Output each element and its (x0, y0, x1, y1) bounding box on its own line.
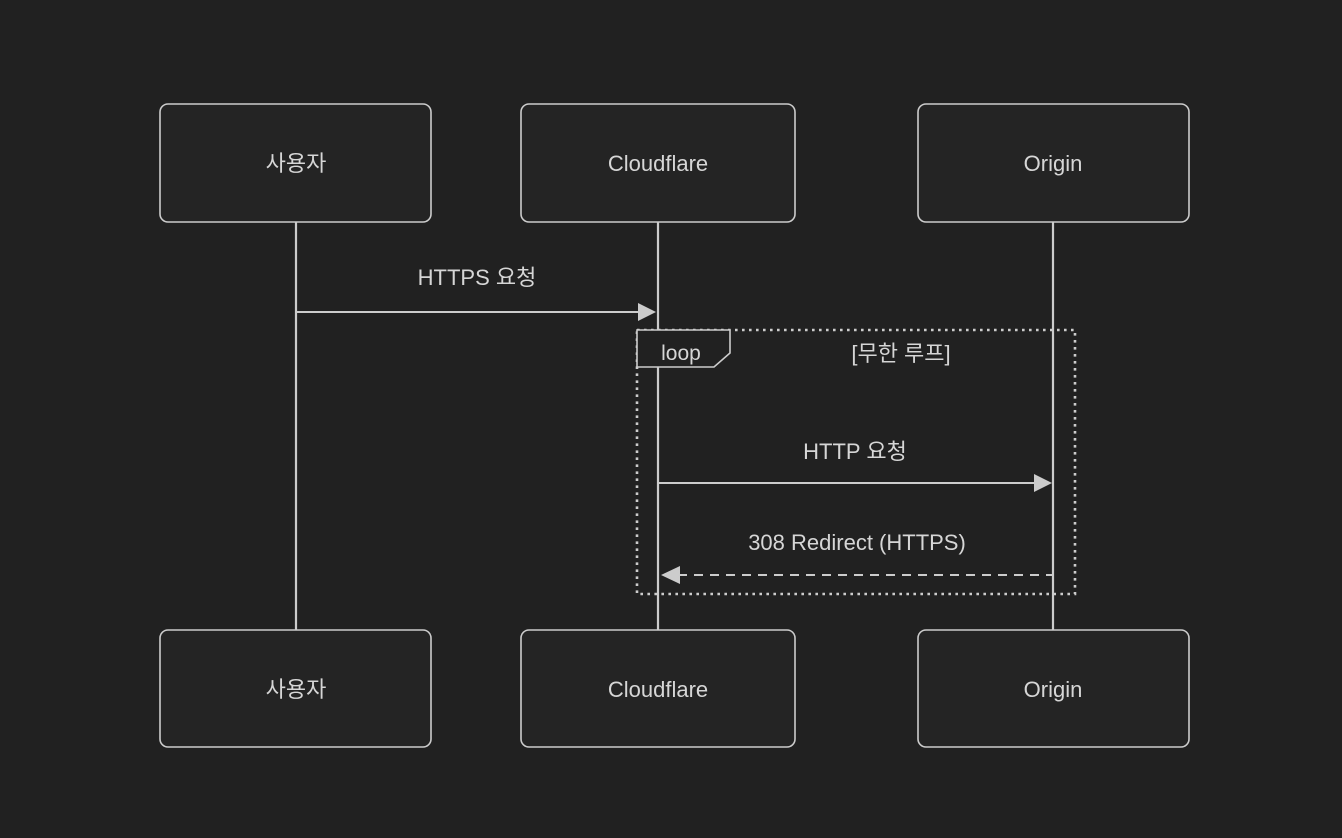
actor-top-user-label: 사용자 (266, 151, 327, 176)
actor-bottom-user: 사용자 (159, 629, 432, 748)
actor-top-cloudflare-box (520, 103, 796, 223)
actor-bottom-user-label: 사용자 (266, 677, 327, 702)
message-http-request-arrowhead (1034, 474, 1052, 492)
loop-condition-label: [무한 루프] (851, 341, 950, 366)
message-http-request: HTTP 요청 (658, 439, 1052, 492)
loop-keyword-label: loop (661, 342, 701, 365)
loop-frame: loop [무한 루프] (635, 328, 1077, 596)
actor-bottom-cloudflare: Cloudflare (520, 629, 796, 748)
actor-bottom-user-box (159, 629, 432, 748)
actor-bottom-origin-label: Origin (1024, 677, 1083, 702)
actor-bottom-cloudflare-label: Cloudflare (608, 677, 708, 702)
message-http-request-label: HTTP 요청 (803, 439, 907, 464)
message-308-redirect: 308 Redirect (HTTPS) (661, 530, 1053, 584)
actor-bottom-origin: Origin (917, 629, 1190, 748)
actor-bottom-origin-box (917, 629, 1190, 748)
actor-bottom-cloudflare-box (520, 629, 796, 748)
message-https-request: HTTPS 요청 (296, 265, 656, 321)
actor-top-origin: Origin (917, 103, 1190, 223)
message-https-request-label: HTTPS 요청 (418, 265, 537, 290)
actor-top-cloudflare-label: Cloudflare (608, 151, 708, 176)
actor-top-user: 사용자 (159, 103, 432, 223)
message-308-redirect-arrowhead (661, 566, 680, 584)
message-https-request-arrowhead (638, 303, 656, 321)
actor-top-cloudflare: Cloudflare (520, 103, 796, 223)
message-308-redirect-label: 308 Redirect (HTTPS) (748, 530, 966, 555)
actor-top-user-box (159, 103, 432, 223)
actor-top-origin-label: Origin (1024, 151, 1083, 176)
loop-tab (636, 329, 731, 368)
loop-border (635, 328, 1077, 596)
actor-top-origin-box (917, 103, 1190, 223)
